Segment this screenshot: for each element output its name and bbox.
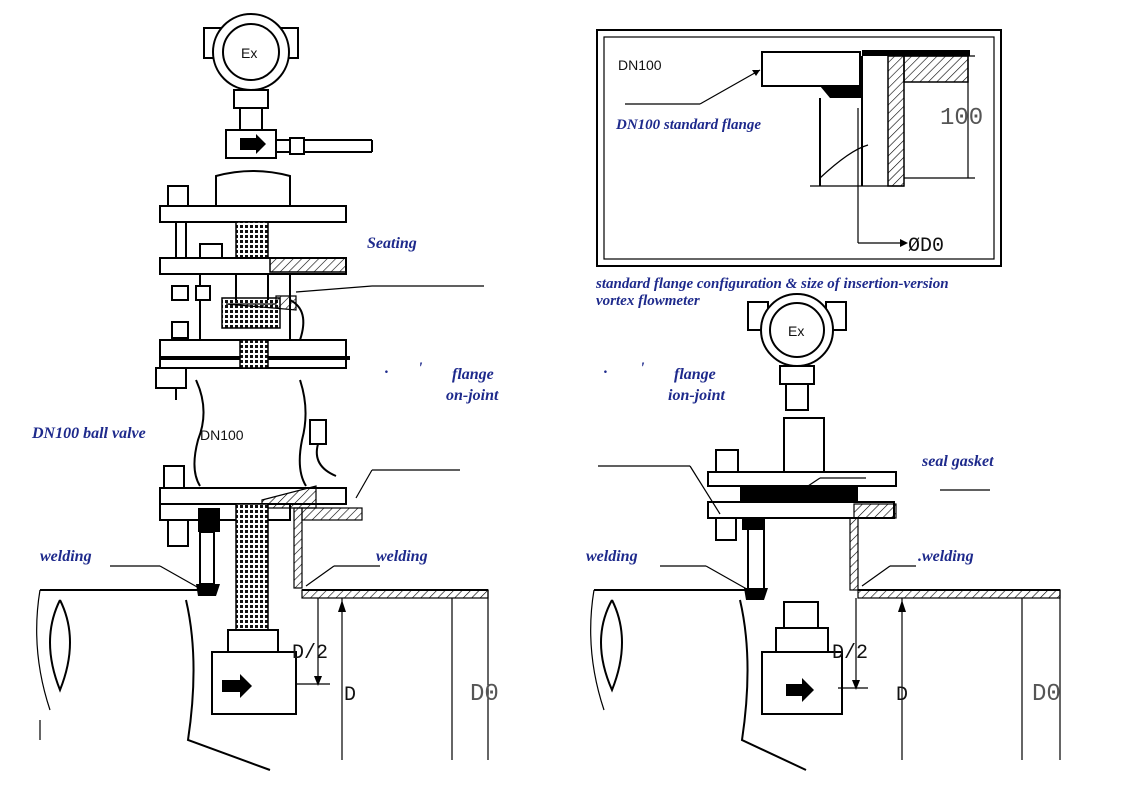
left-assembly: Ex bbox=[36, 13, 499, 771]
right-dim-d2: D/2 bbox=[832, 642, 868, 665]
svg-text:.: . bbox=[604, 360, 608, 377]
welding-label-rr: .welding bbox=[918, 548, 974, 565]
right-flange-label-2: ion-joint bbox=[668, 387, 725, 404]
svg-text:': ' bbox=[418, 360, 423, 377]
svg-text:.: . bbox=[385, 360, 389, 377]
inset-flange-detail: DN100 100 ØD0 DN100 standard flange bbox=[596, 29, 1002, 267]
inset-phi-d0: ØD0 bbox=[908, 235, 944, 258]
right-assembly: Ex bbox=[590, 293, 1061, 771]
left-flange-label-2: on-joint bbox=[446, 387, 499, 404]
right-ex-mark: Ex bbox=[788, 323, 804, 339]
left-dim-d0: D0 bbox=[470, 681, 499, 708]
right-dim-d: D bbox=[896, 684, 908, 707]
inset-standard-flange-label: DN100 standard flange bbox=[615, 117, 761, 133]
left-dim-d: D bbox=[344, 684, 356, 707]
left-dim-d2: D/2 bbox=[292, 642, 328, 665]
welding-label-rl: welding bbox=[586, 548, 638, 565]
seating-label: Seating bbox=[367, 235, 417, 252]
welding-label-ll: welding bbox=[40, 548, 92, 565]
welding-label-lr: welding bbox=[376, 548, 428, 565]
left-dn100-label: DN100 bbox=[200, 427, 244, 443]
ball-valve-label: DN100 ball valve bbox=[31, 425, 146, 442]
svg-text:': ' bbox=[640, 360, 645, 377]
left-ex-mark: Ex bbox=[241, 45, 257, 61]
right-dim-d0: D0 bbox=[1032, 681, 1061, 708]
right-flange-label-1: flange bbox=[674, 366, 716, 383]
inset-dim-100: 100 bbox=[940, 105, 983, 132]
seal-gasket-label: seal gasket bbox=[921, 453, 994, 470]
left-flange-label-1: flange bbox=[452, 366, 494, 383]
caption-line-1: standard flange configuration & size of … bbox=[595, 276, 949, 292]
caption-line-2: vortex flowmeter bbox=[596, 293, 700, 309]
inset-dn100-label: DN100 bbox=[618, 57, 662, 73]
